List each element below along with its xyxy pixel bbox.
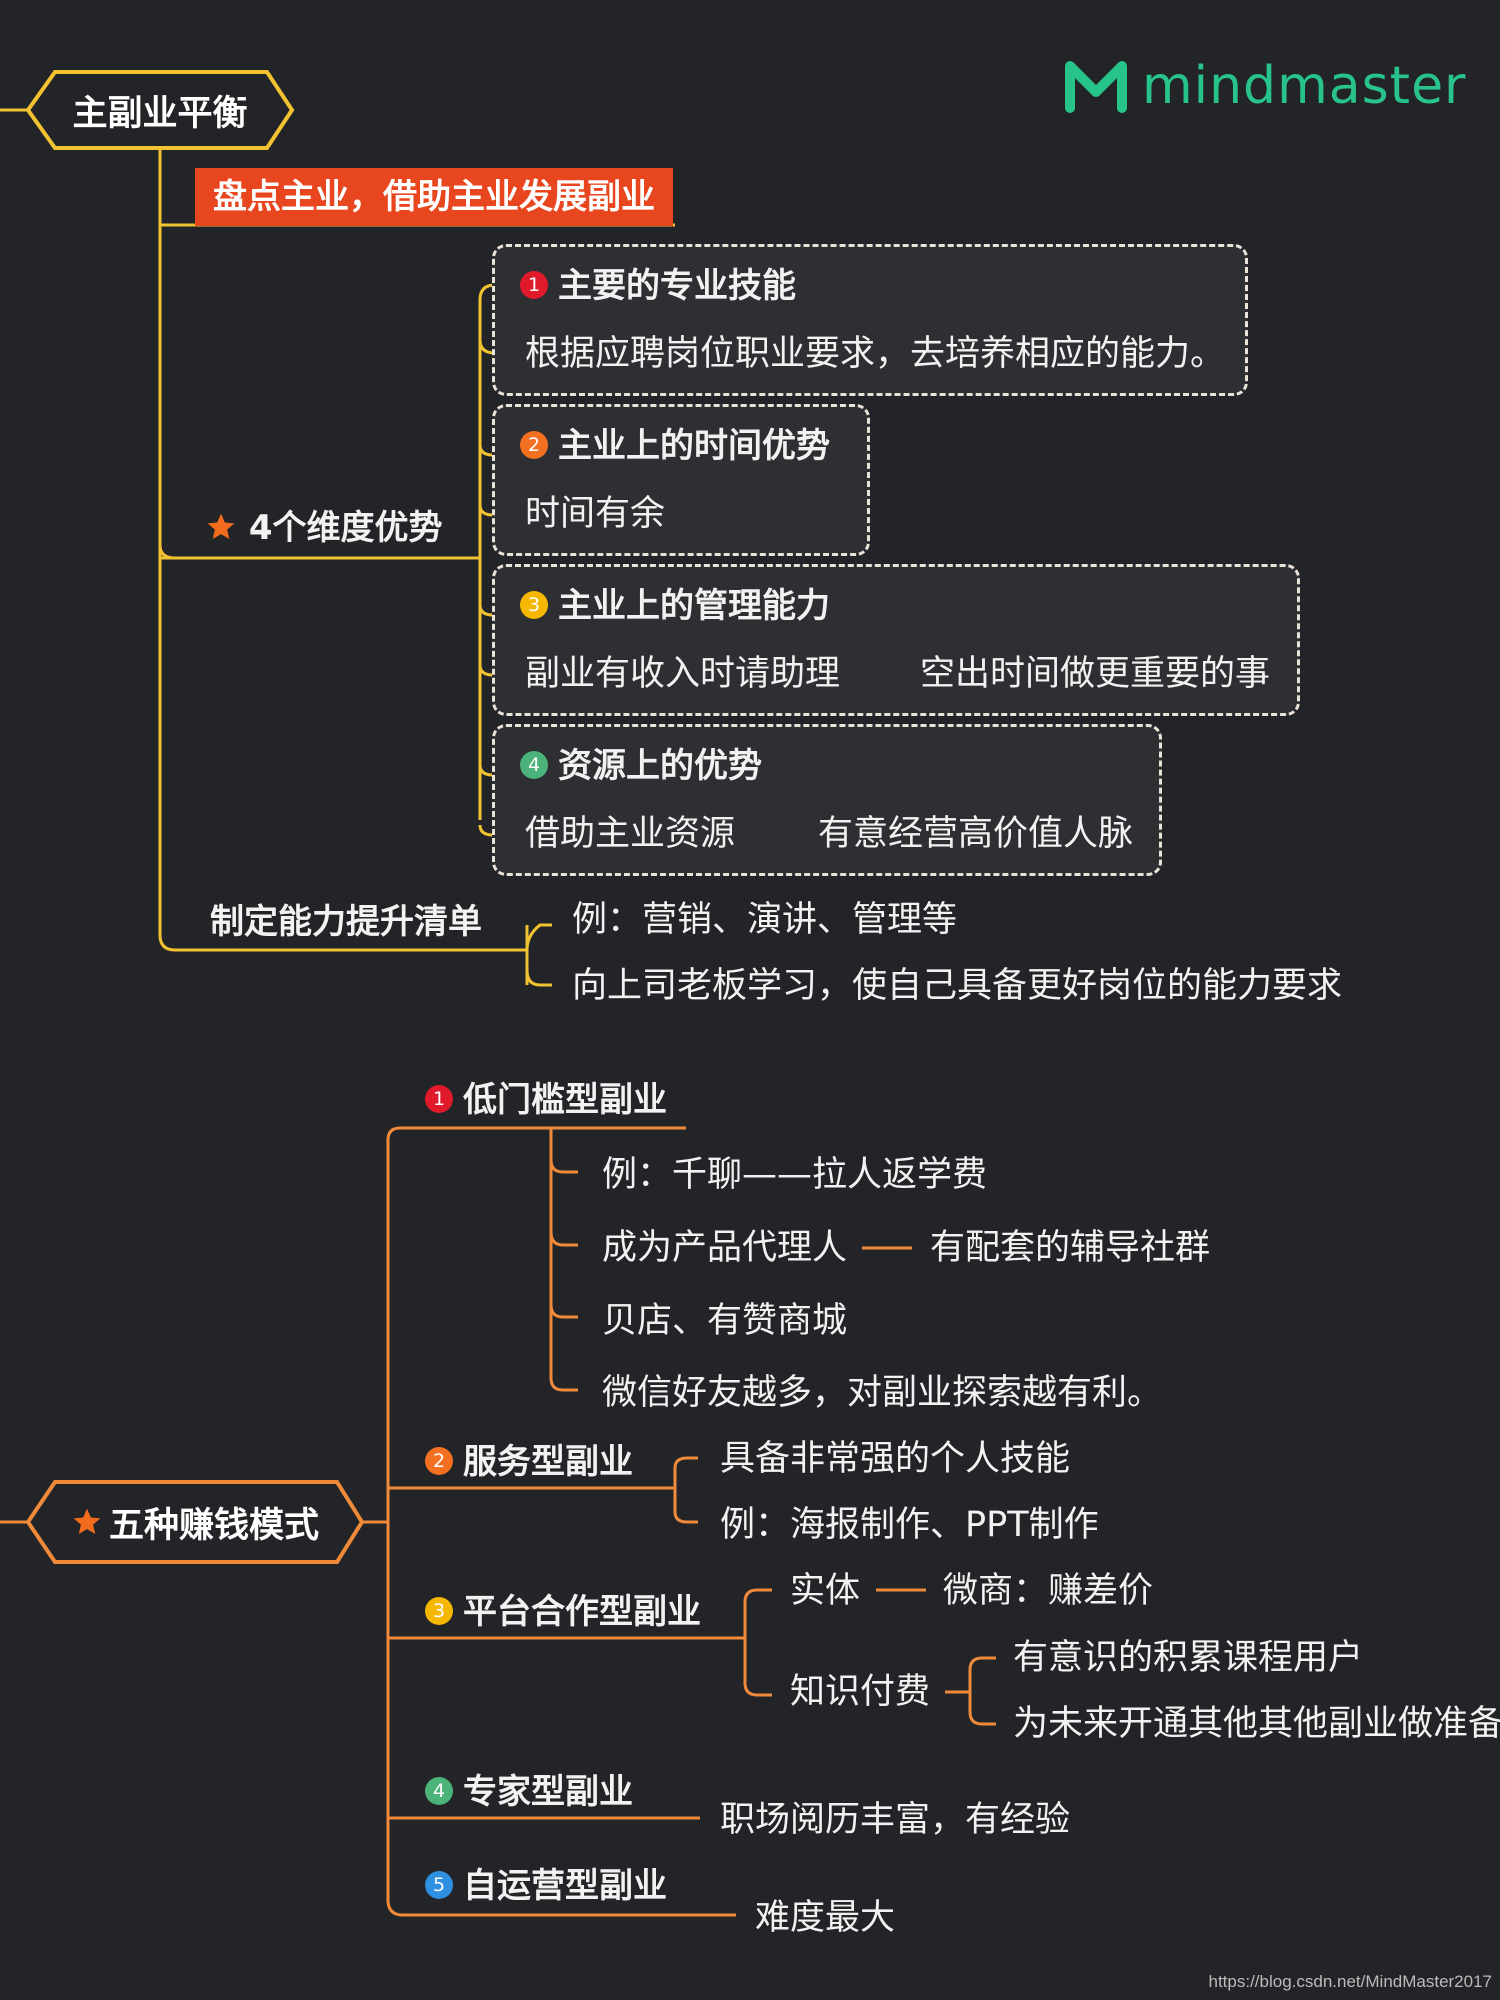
section2-connectors <box>0 1126 996 1917</box>
number-2-icon: 2 <box>520 430 548 459</box>
dimension-3-detail[interactable]: 副业有收入时请助理 <box>525 654 841 694</box>
dimension-1-label: 主要的专业技能 <box>558 266 796 306</box>
dimension-1-detail[interactable]: 根据应聘岗位职业要求，去培养相应的能力。 <box>525 334 1226 374</box>
dimension-box-3 <box>492 564 1300 716</box>
highlight-node[interactable]: 盘点主业，借助主业发展副业 <box>195 168 673 226</box>
number-1-icon: 1 <box>425 1084 453 1113</box>
root-node-balance[interactable]: 主副业平衡 <box>40 80 280 140</box>
root1-hexagon <box>25 70 295 150</box>
root-label: 主副业平衡 <box>72 93 248 134</box>
number-4-icon: 4 <box>520 750 548 779</box>
mode-5-title[interactable]: 5 自运营型副业 <box>425 1866 667 1906</box>
mode-4-title[interactable]: 4 专家型副业 <box>425 1772 633 1812</box>
highlight-label: 盘点主业，借助主业发展副业 <box>213 177 655 217</box>
number-1-icon: 1 <box>520 270 548 299</box>
star-icon <box>207 513 235 539</box>
mode-3-title[interactable]: 3 平台合作型副业 <box>425 1592 701 1632</box>
plan-item-2[interactable]: 向上司老板学习，使自己具备更好岗位的能力要求 <box>572 966 1343 1006</box>
number-3-icon: 3 <box>520 590 548 619</box>
mode-3-item-1-next[interactable]: 微商：赚差价 <box>943 1571 1154 1611</box>
mode-1-item-3[interactable]: 贝店、有赞商城 <box>602 1301 848 1341</box>
number-4-icon: 4 <box>425 1776 453 1805</box>
mode-3-label: 平台合作型副业 <box>463 1592 701 1632</box>
dimension-4-detail[interactable]: 借助主业资源 <box>525 814 736 854</box>
dimension-box-4 <box>492 724 1162 876</box>
brand-name: mindmaster <box>1142 56 1467 116</box>
mode-3-item-2-child-2[interactable]: 为未来开通其他其他副业做准备 <box>1013 1704 1500 1744</box>
dimension-4-title[interactable]: 4 资源上的优势 <box>520 746 762 786</box>
number-5-icon: 5 <box>425 1870 453 1899</box>
mode-5-detail[interactable]: 难度最大 <box>755 1898 896 1938</box>
dimensions-node[interactable]: 4个维度优势 <box>205 508 443 548</box>
dimension-4-label: 资源上的优势 <box>558 746 762 786</box>
dimension-2-label: 主业上的时间优势 <box>558 426 830 466</box>
root2-hexagon <box>25 1480 365 1564</box>
mode-1-item-4[interactable]: 微信好友越多，对副业探索越有利。 <box>602 1373 1163 1413</box>
dimension-1-title[interactable]: 1 主要的专业技能 <box>520 266 796 306</box>
dimension-2-title[interactable]: 2 主业上的时间优势 <box>520 426 830 466</box>
mode-4-detail[interactable]: 职场阅历丰富，有经验 <box>720 1800 1071 1840</box>
mode-1-title[interactable]: 1 低门槛型副业 <box>425 1080 667 1120</box>
mode-2-title[interactable]: 2 服务型副业 <box>425 1442 633 1482</box>
mode-4-label: 专家型副业 <box>463 1772 633 1812</box>
number-3-icon: 3 <box>425 1596 453 1625</box>
dimension-3-title[interactable]: 3 主业上的管理能力 <box>520 586 830 626</box>
root-label: 五种赚钱模式 <box>108 1505 319 1546</box>
mindmaster-logo-icon <box>1065 61 1127 113</box>
dimension-3-label: 主业上的管理能力 <box>558 586 830 626</box>
dimensions-label: 4个维度优势 <box>248 508 443 548</box>
plan-node[interactable]: 制定能力提升清单 <box>210 902 482 942</box>
dimension-4-detail-next[interactable]: 有意经营高价值人脉 <box>818 814 1134 854</box>
mindmaster-logo: mindmaster <box>1064 56 1466 116</box>
mode-5-label: 自运营型副业 <box>463 1866 667 1906</box>
mode-1-item-2-next[interactable]: 有配套的辅导社群 <box>930 1228 1211 1268</box>
mode-3-item-1[interactable]: 实体 <box>790 1571 861 1611</box>
number-2-icon: 2 <box>425 1446 453 1475</box>
dimension-3-detail-next[interactable]: 空出时间做更重要的事 <box>920 654 1271 694</box>
mode-2-item-2[interactable]: 例：海报制作、PPT制作 <box>720 1505 1099 1545</box>
root-node-five-modes[interactable]: 五种赚钱模式 <box>55 1490 335 1554</box>
mode-3-item-2-child-1[interactable]: 有意识的积累课程用户 <box>1013 1638 1364 1678</box>
dimension-2-detail[interactable]: 时间有余 <box>525 494 666 534</box>
mode-3-item-2[interactable]: 知识付费 <box>790 1672 931 1712</box>
star-icon <box>73 1508 101 1534</box>
dimension-box-2 <box>492 404 870 556</box>
watermark: https://blog.csdn.net/MindMaster2017 <box>1208 1972 1493 1991</box>
mode-1-item-2[interactable]: 成为产品代理人 <box>602 1228 848 1268</box>
mode-2-item-1[interactable]: 具备非常强的个人技能 <box>720 1439 1071 1479</box>
dimension-box-1 <box>492 244 1248 396</box>
plan-item-1[interactable]: 例：营销、演讲、管理等 <box>572 900 958 940</box>
mode-2-label: 服务型副业 <box>463 1442 633 1482</box>
mode-1-label: 低门槛型副业 <box>463 1080 667 1120</box>
mode-1-item-1[interactable]: 例：千聊——拉人返学费 <box>602 1155 988 1195</box>
